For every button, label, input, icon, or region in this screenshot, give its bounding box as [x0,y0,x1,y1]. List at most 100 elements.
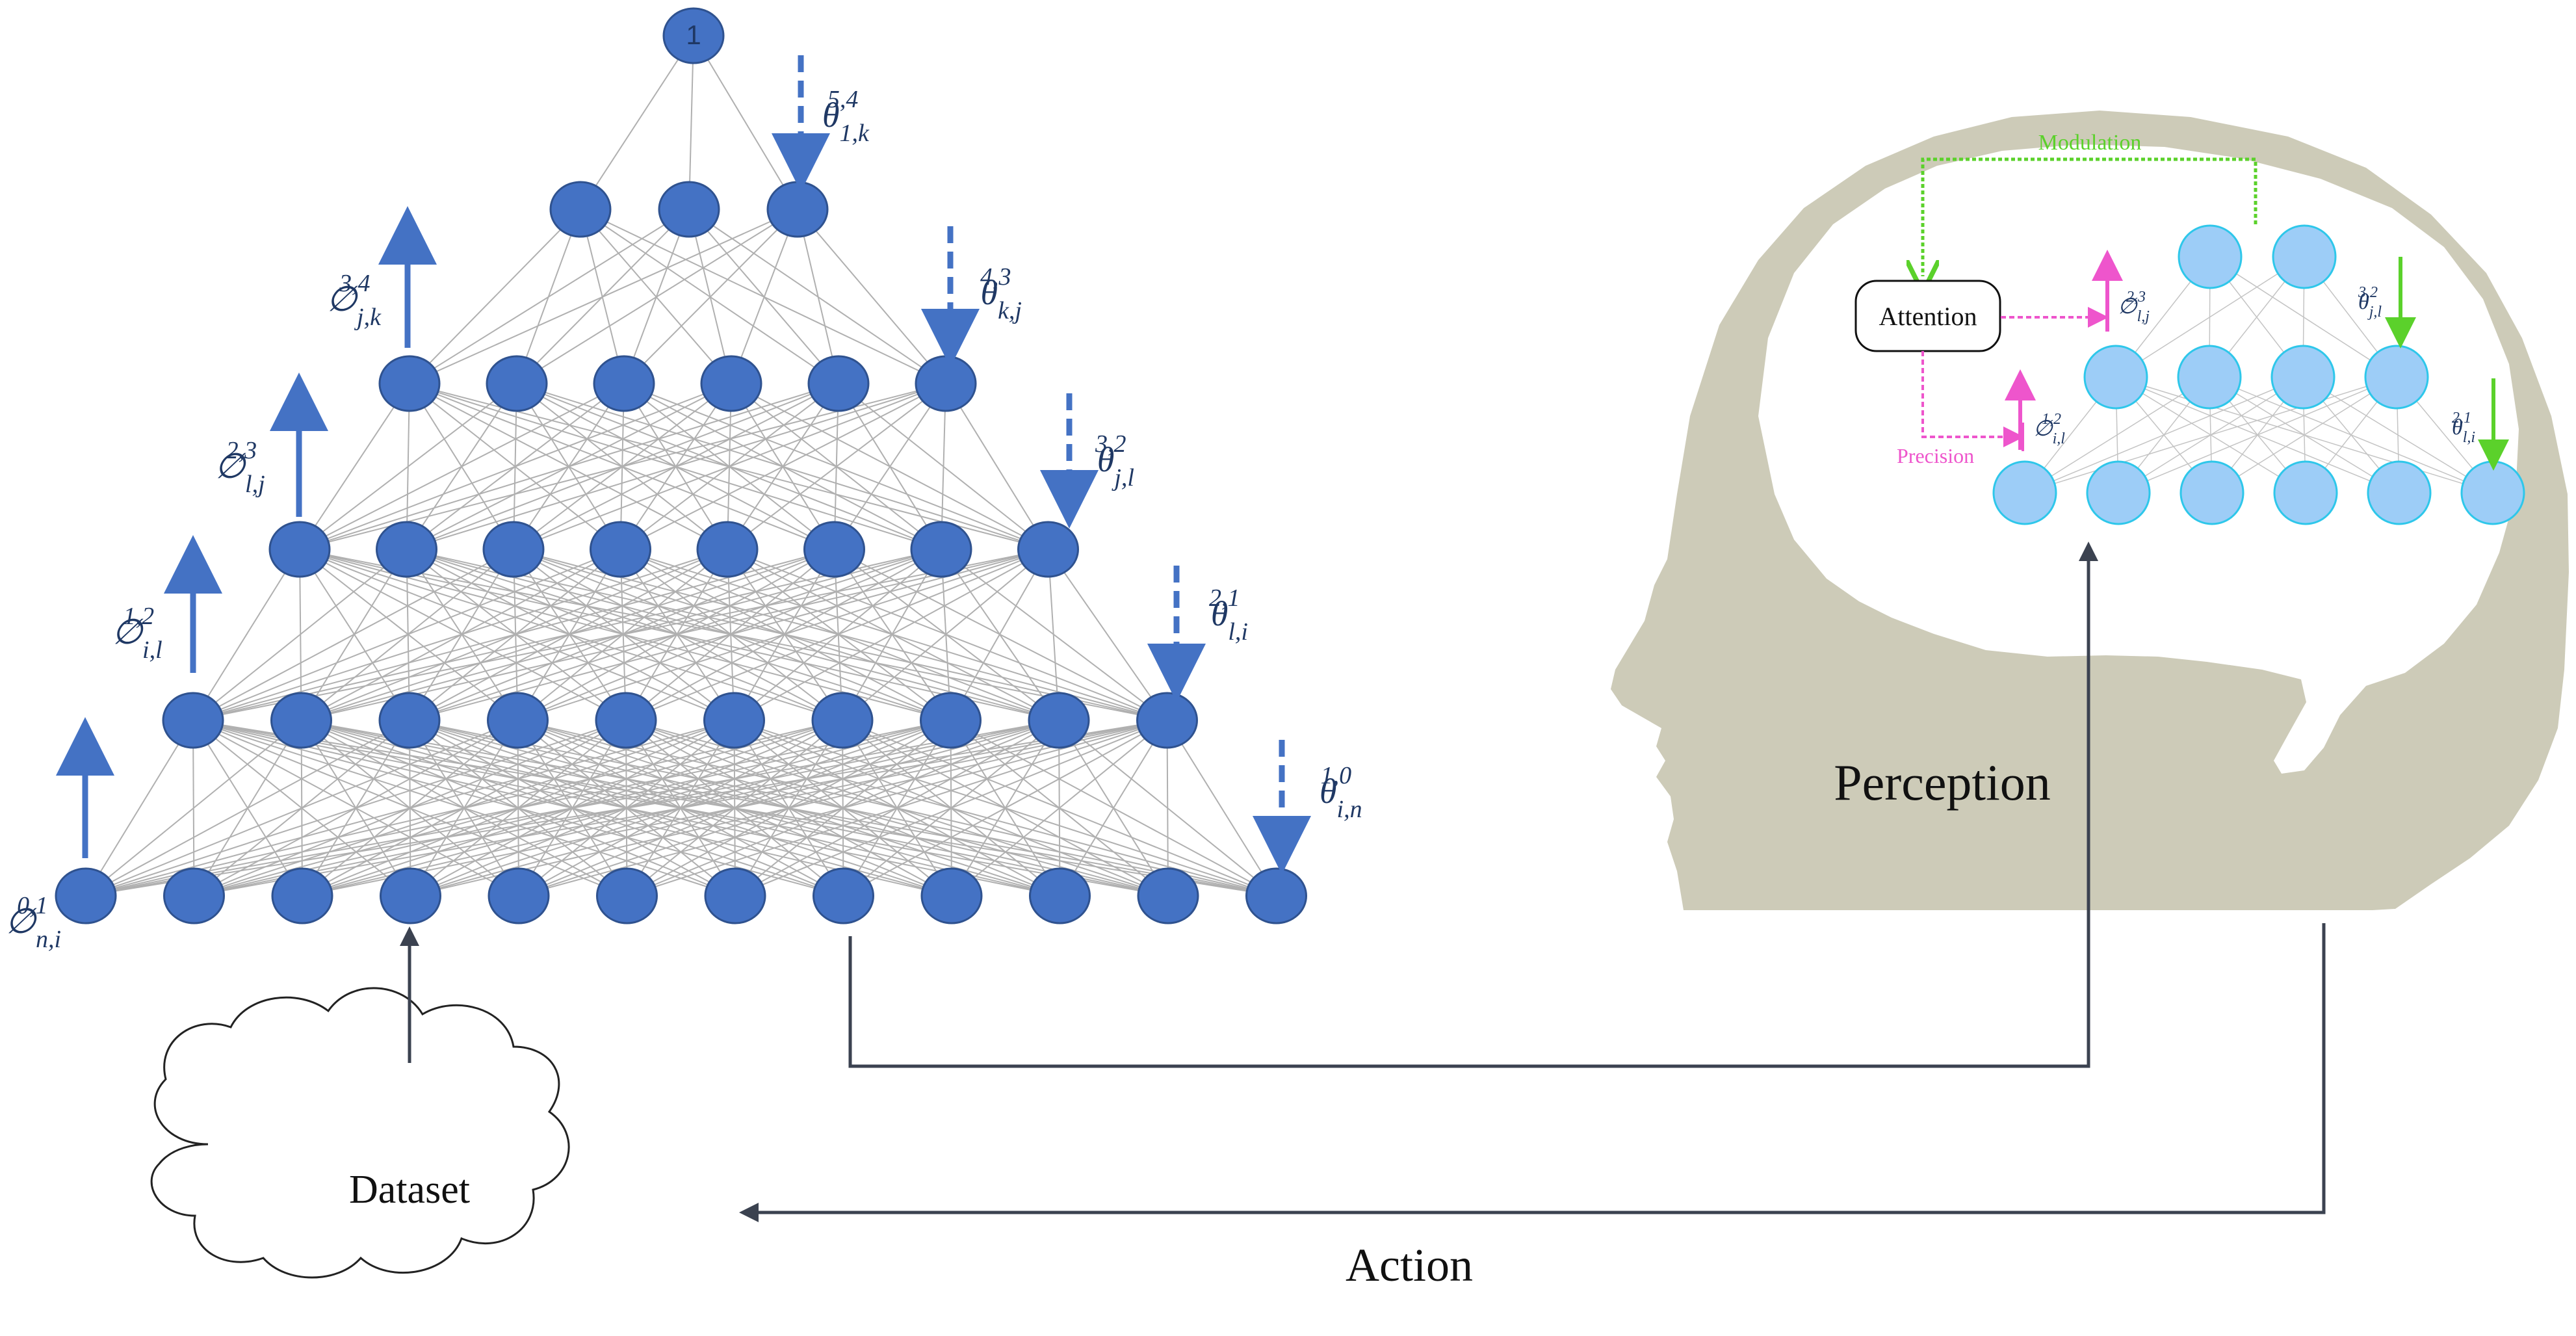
label-theta-21: θl,i2,1 [1209,584,1248,646]
edge-l2-0-0 [299,383,410,550]
brain-edge-l0-5-2 [2302,376,2493,493]
edge-l3-5-2 [797,209,946,384]
label-theta-43: θk,j4,3 [980,263,1022,324]
node-layer5-0 [662,7,725,64]
edge-l2-7-1 [516,383,1048,550]
flow-connectors [400,542,2326,1222]
edge-l3-5-0 [580,209,946,384]
edge-l0-11-7 [950,720,1277,897]
node-layer1-6 [811,692,874,749]
node-layer0-1 [163,867,225,924]
edge-l4-0-0 [580,35,694,210]
node-layer0-9 [1029,867,1091,924]
brain-node-layer0-3 [2273,460,2338,525]
node-layer2-3 [590,521,651,578]
edge-l3-5-1 [688,209,946,384]
brain-edge-l0-3-0 [2115,376,2306,493]
action-arrow [739,923,2326,1222]
edge-l0-3-0 [192,720,411,897]
node-layer3-2 [593,355,655,412]
edge-l0-4-0 [192,720,519,897]
attention-box [1854,280,2001,352]
node-layer0-11 [1245,867,1307,924]
label-phi-01: ∅n,i0,1 [5,892,61,953]
edge-l1-9-1 [406,549,1167,721]
node-layer1-8 [1028,692,1090,749]
edge-l1-9-0 [299,549,1167,721]
edge-l1-1-0 [299,549,302,721]
node-layer0-5 [596,867,658,924]
brain-label-phi-12: ∅i,l1,2 [2033,411,2065,447]
precision-label: Precision [1897,444,1974,467]
edge-l0-5-0 [192,720,627,897]
network-edges [85,35,1277,897]
edge-l1-2-0 [299,549,410,721]
brain-node-layer1-0 [2083,345,2148,410]
edge-l1-6-0 [299,549,843,721]
brain-label-theta-32: θj,l3,2 [2358,284,2382,321]
edge-l0-11-4 [625,720,1277,897]
label-theta-54: θ1,k5,4 [822,86,870,147]
brain-node-layer2-0 [2178,224,2243,289]
brain-node-layer1-2 [2270,345,2335,410]
edge-l0-11-3 [517,720,1277,897]
network-to-perception-arrow [848,542,2098,1068]
edge-l2-4-0 [409,383,728,550]
brain-down-arrows [2385,257,2509,471]
brain-label-theta-21: θl,i2,1 [2452,410,2475,446]
node-layer2-2 [482,521,545,578]
node-layer1-2 [378,692,441,749]
edge-l3-2-0 [580,209,625,384]
node-layer3-3 [700,355,762,412]
edge-l1-8-0 [299,549,1060,721]
node-layer1-9 [1136,692,1198,749]
node-layer1-1 [270,692,332,749]
edge-l0-0-0 [85,720,194,897]
attention-label: Attention [1879,302,1977,331]
edge-l3-3-0 [580,209,732,384]
edge-l0-11-6 [842,720,1277,897]
brain-node-layer0-2 [2179,460,2244,525]
edge-l0-11-2 [409,720,1277,897]
edge-l0-1-0 [192,720,195,897]
edge-l2-3-0 [409,383,621,550]
brain-up-arrows [2005,250,2123,450]
bottom-up-arrows [56,206,437,858]
brain-node-layer0-0 [1992,460,2057,525]
node-layer1-3 [487,692,549,749]
node-layer2-7 [1017,521,1079,578]
node-layer3-5 [915,355,977,412]
node-layer4-1 [658,181,720,238]
edge-l4-2-0 [693,35,798,210]
edge-l0-11-1 [301,720,1277,897]
brain-edge-l0-5-0 [2115,376,2493,493]
edge-l1-9-6 [941,549,1168,721]
edge-l1-9-5 [834,549,1167,721]
edge-l1-0-0 [192,549,300,721]
edge-l2-7-5 [945,383,1049,550]
brain-network-nodes [1992,224,2525,525]
brain-node-layer1-3 [2364,345,2429,410]
edge-l2-5-0 [409,383,835,550]
node-layer2-5 [803,521,865,578]
edge-l1-9-2 [513,549,1167,721]
edge-l0-9-0 [192,720,1060,897]
node-layer2-1 [376,521,437,578]
label-theta-10: θi,n1,0 [1320,762,1362,823]
node-layer0-4 [488,867,550,924]
node-layer2-6 [910,521,972,578]
top-node-label: 1 [686,20,701,50]
label-phi-23: ∅l,j2,3 [215,437,265,498]
edge-l1-5-0 [299,549,735,721]
edge-l2-2-0 [409,383,514,550]
edge-l0-2-0 [192,720,303,897]
label-theta-32: θj,l3,2 [1095,430,1134,491]
edge-l0-11-5 [734,720,1277,897]
dataset-cloud [150,987,570,1279]
top-down-arrows [772,55,1311,874]
brain-label-phi-23: ∅l,j2,3 [2118,289,2150,325]
edge-l0-8-0 [192,720,952,897]
brain-node-layer2-1 [2272,224,2337,289]
edge-l3-0-0 [409,209,581,384]
edge-l1-9-3 [620,549,1167,721]
